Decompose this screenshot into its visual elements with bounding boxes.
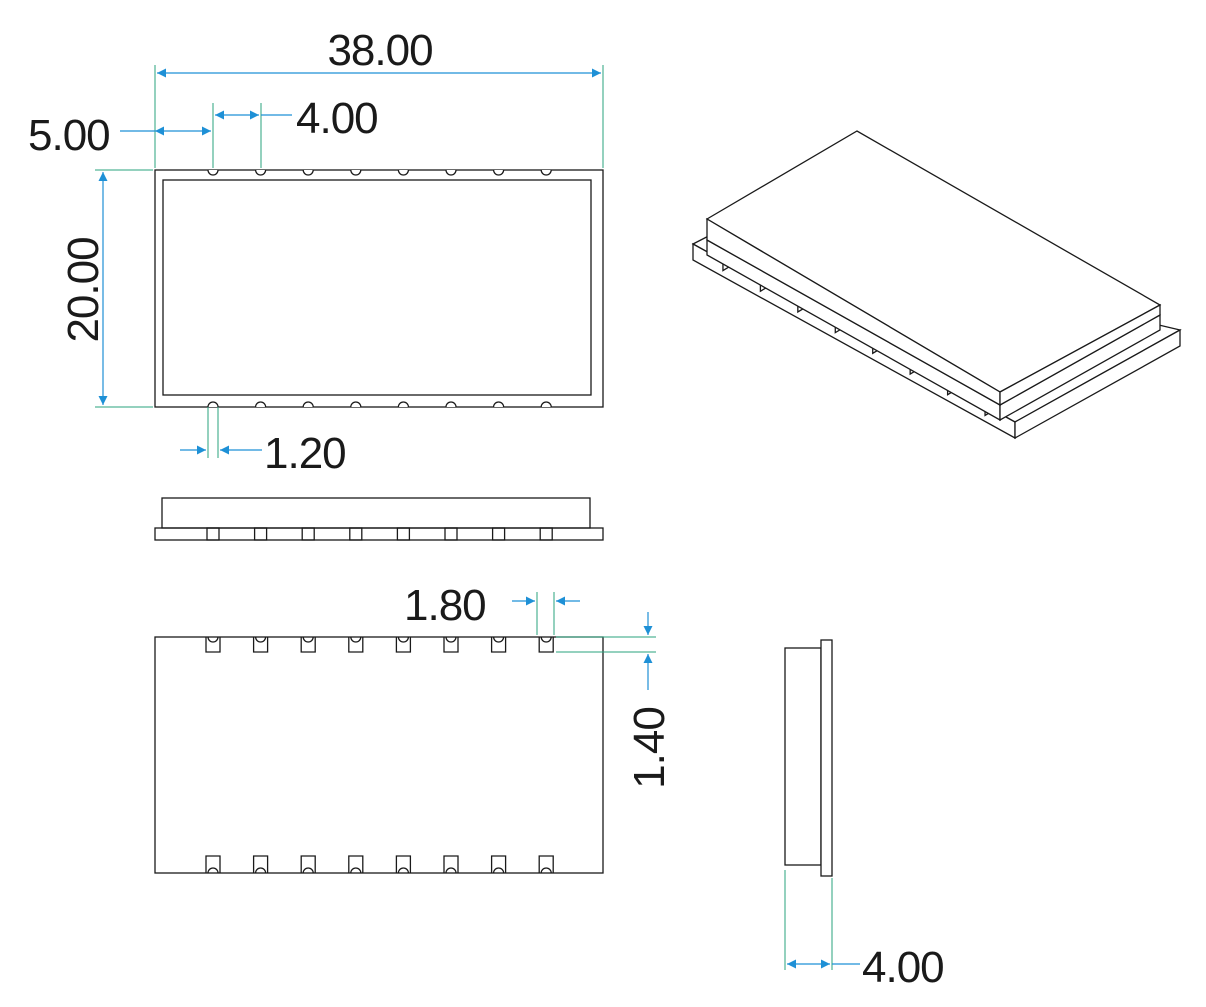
bottom-pad-bottom xyxy=(395,855,412,874)
iso-shield-side-upper xyxy=(999,303,1161,407)
end-side-view xyxy=(784,639,833,877)
front-side-view xyxy=(154,497,604,541)
dim-pad-pitch: 4.00 xyxy=(215,94,379,168)
castellation-top xyxy=(254,169,267,176)
module-height-label: 4.00 xyxy=(862,943,944,992)
bottom-pad-bottom xyxy=(252,855,269,874)
side-pad xyxy=(206,527,220,541)
bottom-pad-top xyxy=(443,636,459,653)
side-pads xyxy=(206,527,553,541)
side-pad xyxy=(444,527,458,541)
top-view xyxy=(154,169,604,408)
dim-overall-length: 38.00 xyxy=(154,26,604,168)
dim-module-height: 4.00 xyxy=(784,870,945,992)
bottom-pad-bottom xyxy=(300,855,316,874)
dim-overall-width: 20.00 xyxy=(59,169,153,408)
bottom-view-outline xyxy=(154,636,604,874)
castellation-bottom xyxy=(350,401,362,408)
overall-length-label: 38.00 xyxy=(327,26,432,75)
castellation-bottom xyxy=(302,401,314,408)
castellation-top xyxy=(302,169,314,176)
bottom-pad-top xyxy=(348,636,364,653)
castellation-bottom xyxy=(540,401,552,408)
top-view-shield xyxy=(162,179,592,396)
pad-length-label: 1.40 xyxy=(625,707,674,789)
bottom-pad-bottom xyxy=(490,855,507,874)
dim-pad-edge-offset: 5.00 xyxy=(28,103,214,168)
bottom-pads xyxy=(205,636,554,874)
dim-pad-length: 1.40 xyxy=(556,612,674,789)
isometric-view xyxy=(691,130,1182,440)
castellation-top xyxy=(540,169,552,176)
side-pad xyxy=(349,527,363,541)
pad-width-label: 1.80 xyxy=(404,581,486,630)
bottom-pad-top xyxy=(490,636,507,653)
castellation-bottom xyxy=(492,401,505,408)
side-pad xyxy=(539,527,553,541)
dim-castellation-diameter: 1.20 xyxy=(180,407,347,478)
side-view-shield xyxy=(161,497,591,529)
top-castellations xyxy=(207,169,552,408)
bottom-pad-bottom xyxy=(538,855,554,874)
castellation-bottom xyxy=(445,401,457,408)
castellation-bottom xyxy=(397,401,410,408)
overall-width-label: 20.00 xyxy=(59,237,108,342)
bottom-pad-top xyxy=(538,636,554,653)
bottom-pad-top xyxy=(252,636,269,653)
side-pad xyxy=(301,527,315,541)
bottom-pad-top xyxy=(300,636,316,653)
bottom-pad-top xyxy=(205,636,221,653)
castellation-top xyxy=(207,169,219,176)
top-view-outline xyxy=(154,169,604,408)
bottom-pad-bottom xyxy=(348,855,364,874)
castellation-top xyxy=(350,169,362,176)
bottom-pad-top xyxy=(395,636,412,653)
side-pad xyxy=(396,527,411,541)
castellation-diameter-label: 1.20 xyxy=(264,429,346,478)
bottom-view xyxy=(154,636,604,874)
castellation-top xyxy=(492,169,505,176)
castellation-top xyxy=(397,169,410,176)
castellation-bottom xyxy=(207,401,219,408)
bottom-pad-bottom xyxy=(443,855,459,874)
pad-pitch-label: 4.00 xyxy=(296,94,378,143)
iso-pcb-side xyxy=(1014,328,1181,440)
side-pad xyxy=(491,527,506,541)
end-view-pcb xyxy=(820,639,833,877)
side-pad xyxy=(253,527,268,541)
pad-edge-offset-label: 5.00 xyxy=(28,111,110,160)
bottom-pad-bottom xyxy=(205,855,221,874)
castellation-top xyxy=(445,169,457,176)
castellation-bottom xyxy=(254,401,267,408)
side-view-pcb xyxy=(154,527,604,541)
dim-pad-width: 1.80 xyxy=(404,581,580,635)
end-view-shield xyxy=(784,647,822,866)
